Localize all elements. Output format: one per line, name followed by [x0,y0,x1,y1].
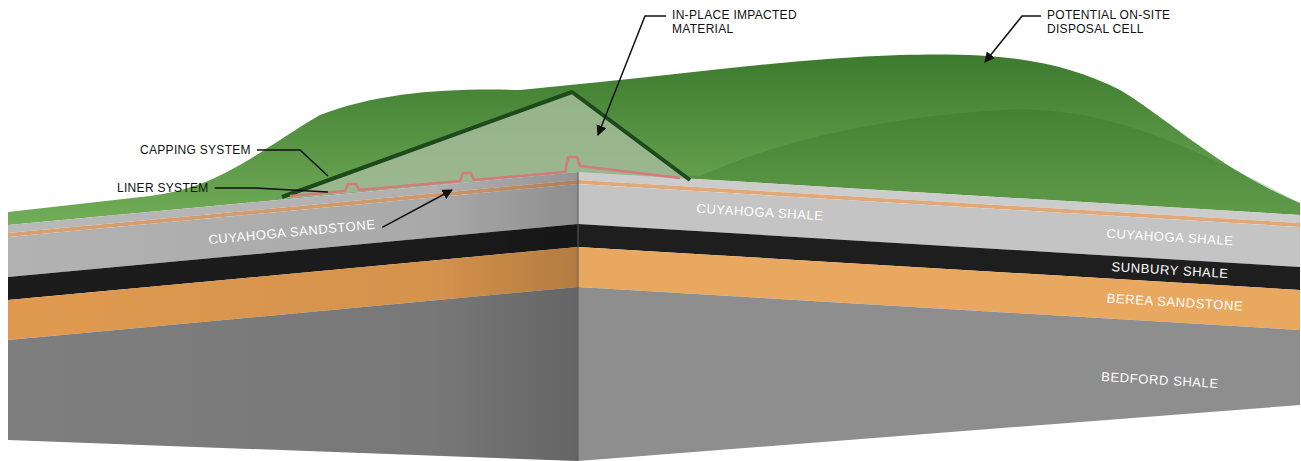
right-face [578,172,1300,461]
layer-label: CUYAHOGA SHALE [1106,226,1234,249]
leader-arrow [985,16,1041,62]
leader-line [215,188,328,192]
layer-label: BEDFORD SHALE [1101,369,1219,391]
liner-line [290,157,680,196]
callout-label: POTENTIAL ON-SITE DISPOSAL CELL [1047,8,1197,36]
callout-label: IN-PLACE IMPACTED MATERIAL [672,8,802,36]
leader-line [257,150,328,176]
fold-edge [578,172,579,461]
left-face [8,172,578,461]
impacted-material-section [282,92,690,199]
layer-label: BEREA SANDSTONE [1106,290,1243,313]
callout-label: CAPPING SYSTEM [140,143,251,157]
leader-arrow [382,190,452,227]
leader-arrow [598,16,666,135]
callout-label: LINER SYSTEM [117,181,209,195]
layer-label: CUYAHOGA SHALE [696,201,824,224]
layer-label: SUNBURY SHALE [1111,259,1229,281]
layer [578,287,1300,461]
layer-label: CUYAHOGA SANDSTONE [208,217,376,247]
capping-line [282,92,690,197]
fold-shade [8,172,578,461]
